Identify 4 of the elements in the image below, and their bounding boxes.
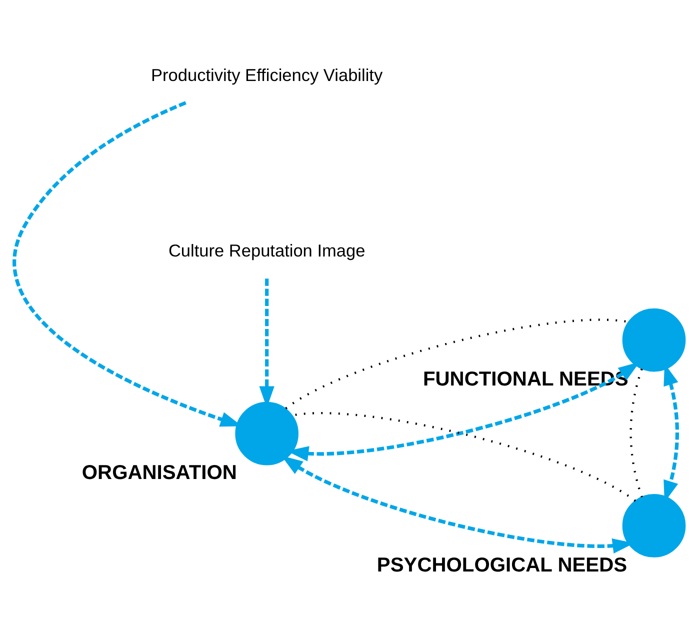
node-label: PSYCHOLOGICAL NEEDS xyxy=(376,554,628,576)
node-label: ORGANISATION xyxy=(82,462,237,484)
node-text: Productivity Efficiency Viability xyxy=(151,65,383,86)
node-text: Culture Reputation Image xyxy=(168,240,366,261)
